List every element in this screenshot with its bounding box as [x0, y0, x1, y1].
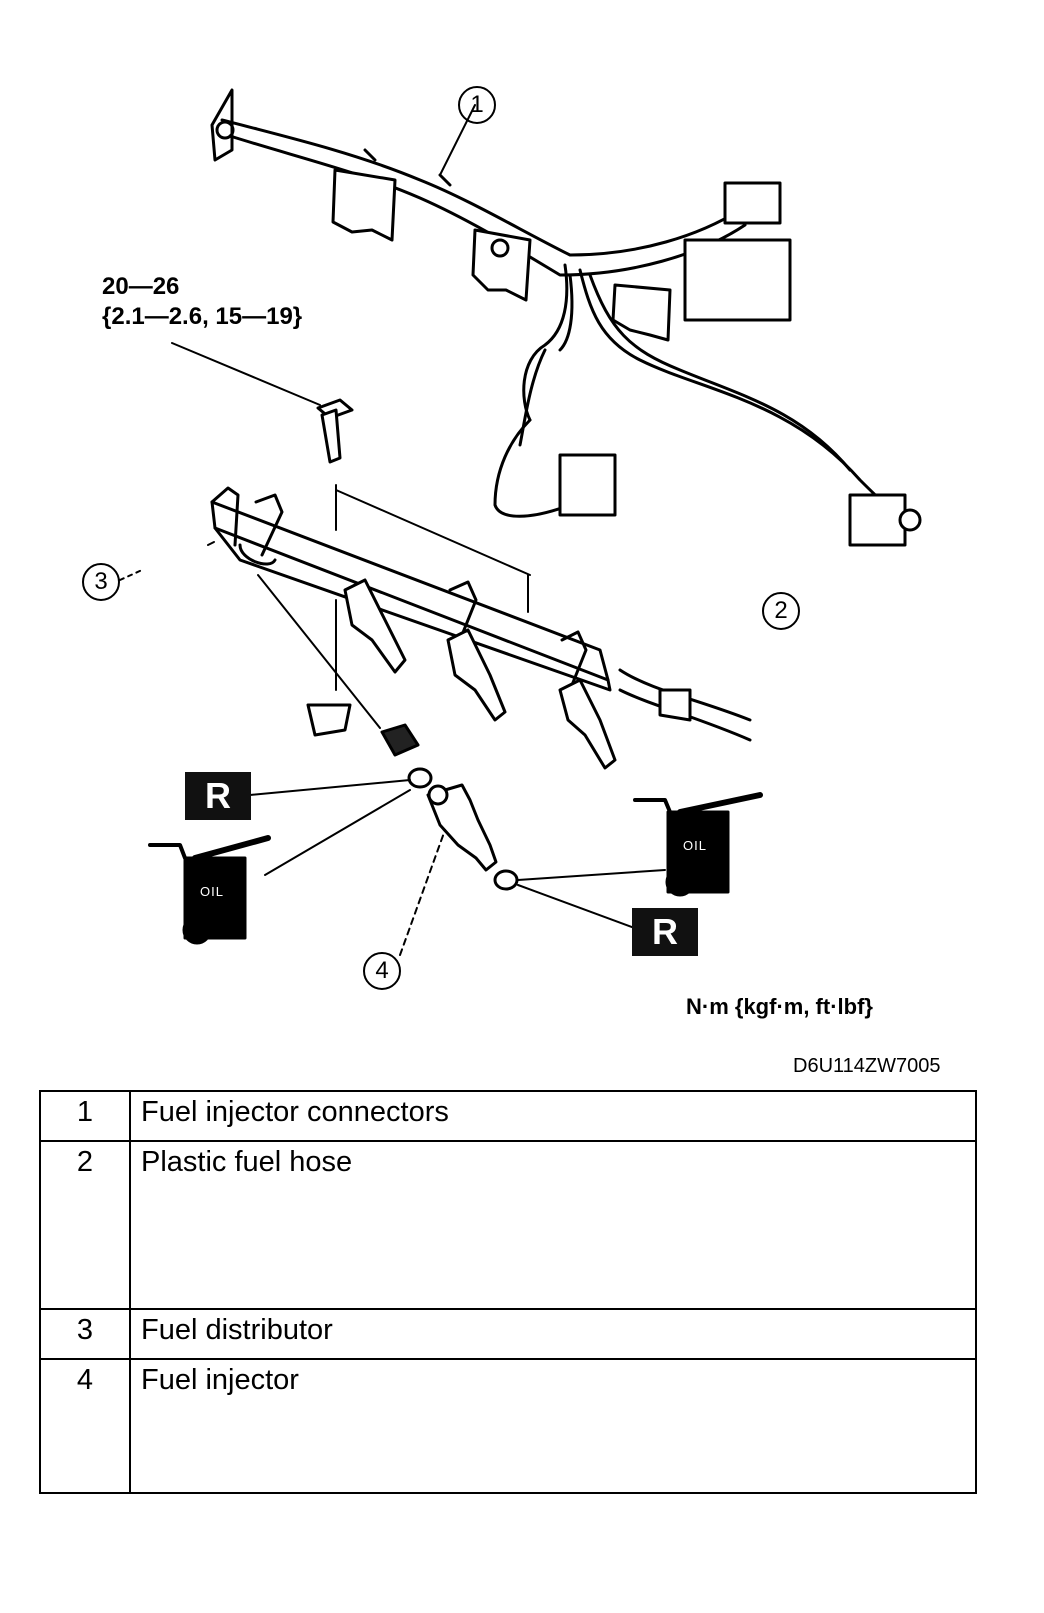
part-number: 3: [39, 1308, 131, 1360]
fuel-injector: [426, 783, 498, 872]
torque-spec: 20—26 {2.1—2.6, 15—19}: [102, 272, 302, 332]
figure-code: D6U114ZW7005: [793, 1055, 941, 1077]
part-name: Plastic fuel hose: [129, 1140, 977, 1310]
oil-label-right: OIL: [683, 838, 707, 853]
part-number: 2: [39, 1140, 131, 1310]
oil-can-icon-left: [148, 835, 271, 945]
wiring-harness: [210, 88, 922, 547]
bolt: [171, 342, 354, 464]
callout-2: 2: [762, 592, 800, 630]
table-row: 2 Plastic fuel hose: [39, 1140, 977, 1310]
injector-clip: [380, 723, 420, 757]
callout-4: 4: [363, 952, 401, 990]
replace-badge-upper: R: [185, 772, 251, 820]
oil-can-icon-right: [633, 792, 763, 897]
lower-o-ring: [493, 869, 519, 891]
upper-o-ring: [407, 767, 433, 789]
part-number: 4: [39, 1358, 131, 1494]
callout-3: 3: [82, 563, 120, 601]
callout-1: 1: [458, 86, 496, 124]
part-name: Fuel injector connectors: [129, 1090, 977, 1142]
installed-injectors: [343, 578, 617, 770]
torque-spec-nm: 20—26: [102, 273, 180, 300]
units-note: N·m {kgf·m, ft·lbf}: [686, 994, 873, 1019]
fuel-distributor: [210, 486, 752, 742]
table-row: 4 Fuel injector: [39, 1358, 977, 1494]
part-name: Fuel injector: [129, 1358, 977, 1494]
part-number: 1: [39, 1090, 131, 1142]
oil-label-left: OIL: [200, 884, 224, 899]
exploded-view-diagram: [119, 88, 922, 956]
parts-table: 1 Fuel injector connectors 2 Plastic fue…: [39, 1090, 977, 1494]
table-row: 3 Fuel distributor: [39, 1308, 977, 1360]
torque-spec-alt-units: {2.1—2.6, 15—19}: [102, 303, 303, 330]
part-name: Fuel distributor: [129, 1308, 977, 1360]
replace-badge-lower: R: [632, 908, 698, 956]
table-row: 1 Fuel injector connectors: [39, 1090, 977, 1142]
insulator: [306, 703, 352, 737]
